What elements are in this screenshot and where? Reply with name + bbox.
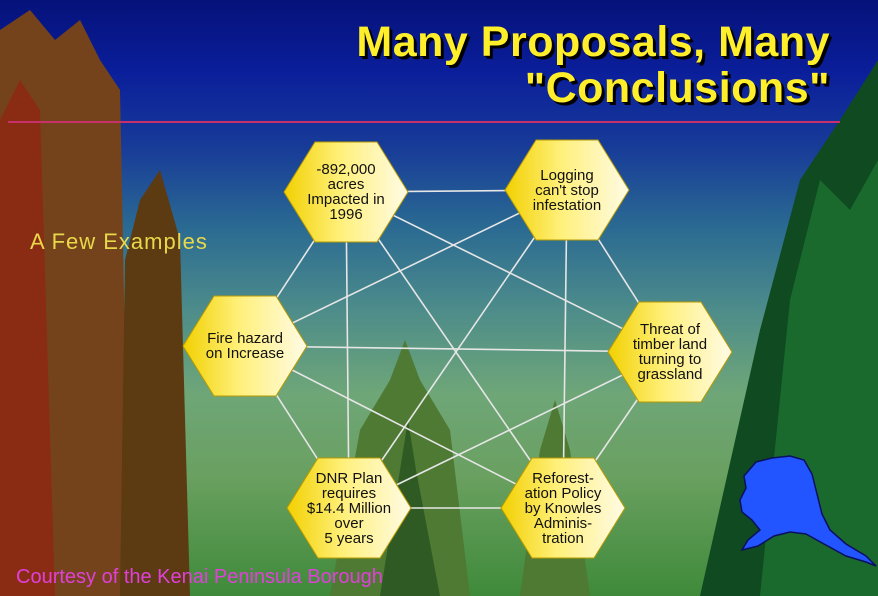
hexagon-acres — [283, 141, 409, 243]
credit-text: Courtesy of the Kenai Peninsula Borough — [16, 566, 383, 588]
node-grassland-text: Threat of timber land turning to grassla… — [632, 321, 708, 383]
connector-acres-grassland — [345, 191, 671, 353]
connector-logging-reforestation — [562, 189, 568, 509]
hexagon-reforestation — [500, 457, 626, 559]
slide-title-line-1: Many Proposals, Many — [356, 18, 830, 66]
alaska-map-icon — [739, 455, 877, 567]
connector-fire-reforestation — [244, 345, 564, 509]
connector-logging-fire — [244, 189, 568, 347]
node-dnr-text: DNR Plan requires $14.4 Million over 5 y… — [306, 469, 392, 547]
node-acres-text: -892,000 acres Impacted in 1996 — [307, 161, 385, 223]
connector-acres-dnr — [345, 191, 350, 509]
connector-grassland-dnr — [348, 351, 671, 509]
slide-title-line-2: "Conclusions" — [524, 64, 830, 112]
connector-lines — [244, 189, 671, 509]
connector-fire-grassland — [244, 345, 671, 353]
hexagon-fire — [182, 295, 308, 397]
hexagon-dnr — [286, 457, 412, 559]
connector-acres-reforestation — [345, 191, 564, 509]
node-logging-text: Logging can't stop infestation — [532, 166, 602, 214]
hexagon-grassland — [607, 301, 733, 403]
subtitle: A Few Examples — [30, 229, 208, 254]
hexagon-nodes — [182, 139, 733, 559]
node-fire-text: Fire hazard on Increase — [205, 330, 285, 362]
node-reforestation-text: Reforest- ation Policy by Knowles Admini… — [524, 469, 602, 547]
hexagon-logging — [504, 139, 630, 241]
